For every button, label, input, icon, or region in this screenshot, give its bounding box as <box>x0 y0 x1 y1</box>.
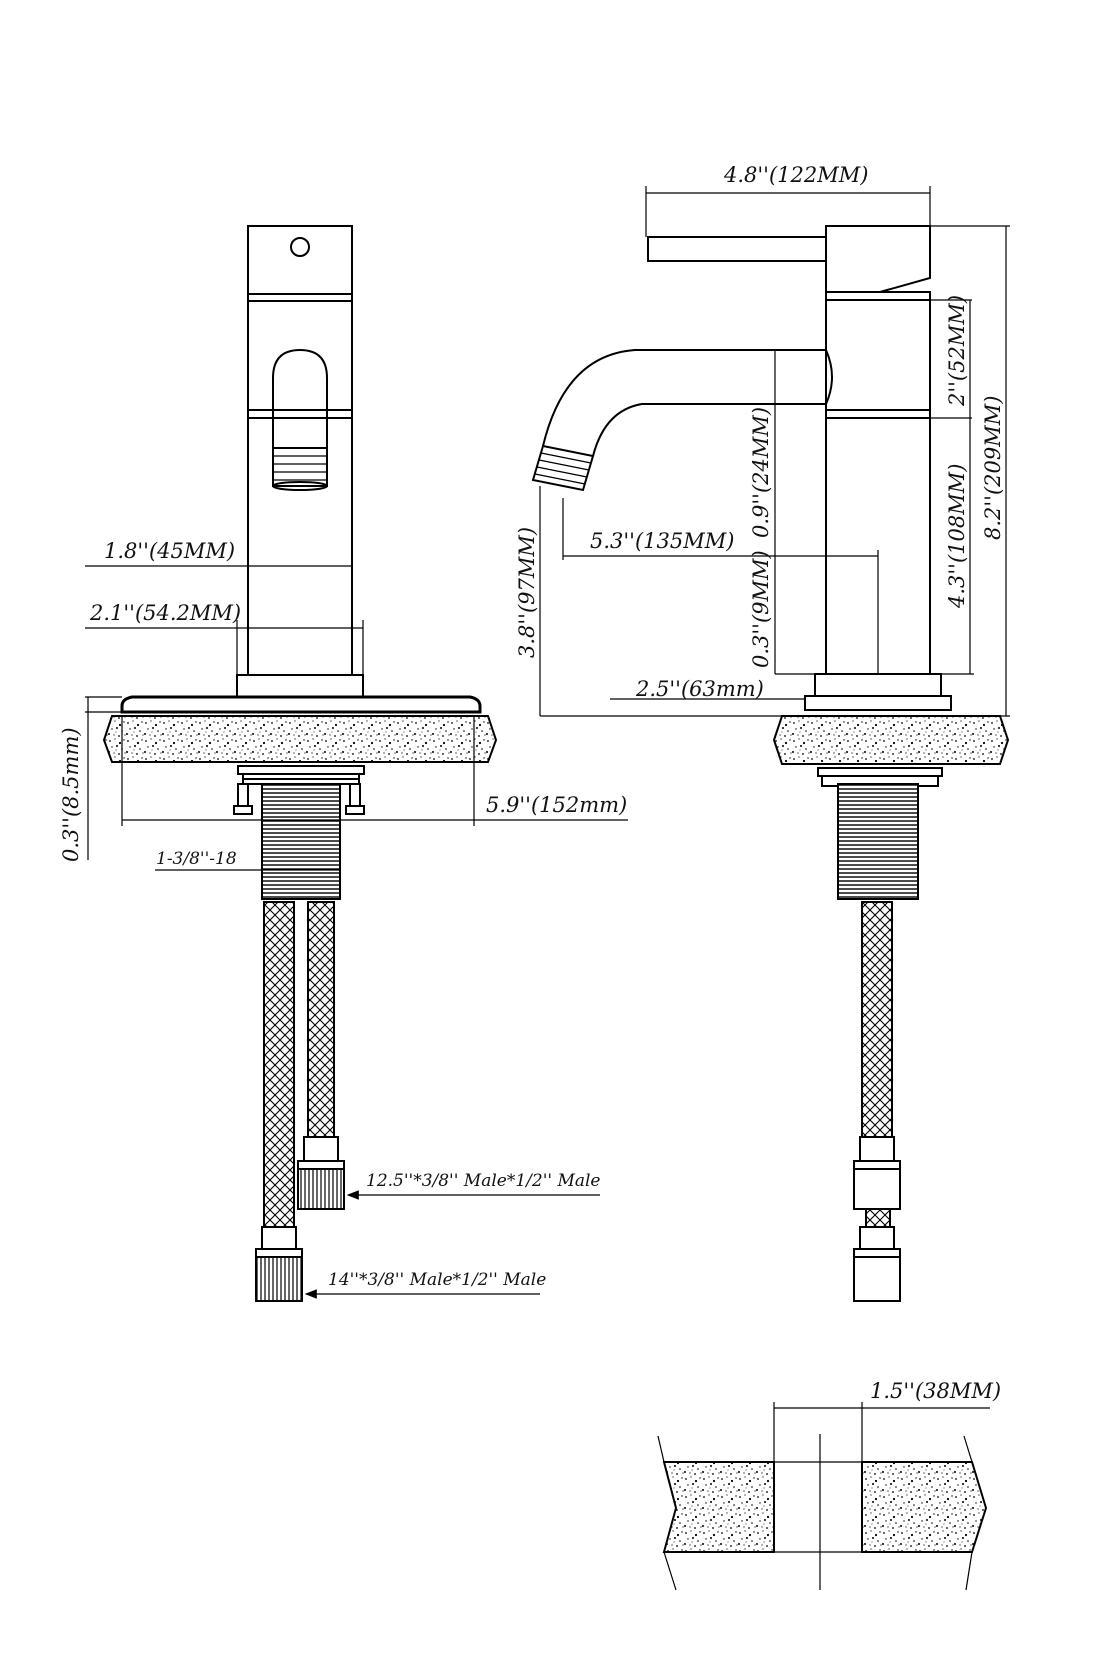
front-threaded-shank <box>261 783 341 900</box>
front-view <box>102 225 498 1302</box>
side-labels: 4.8''(122MM) 2''(52MM) 8.2''(209MM) 0.9'… <box>515 163 1005 701</box>
side-outlet-height-label: 3.8''(97MM) <box>515 527 539 658</box>
side-hose <box>861 901 893 1138</box>
front-body <box>247 300 353 676</box>
side-lever <box>647 236 827 262</box>
front-hose-short-nut <box>297 1168 345 1210</box>
front-hose-long <box>263 901 295 1228</box>
side-spout-height-label: 0.9''(24MM) <box>749 407 773 538</box>
hole-left-slab <box>662 1461 775 1553</box>
side-countertop <box>772 715 1010 765</box>
front-hose-long-nut <box>255 1256 303 1302</box>
front-body-width-label: 2.1''(54.2MM) <box>89 601 241 625</box>
front-countertop <box>102 715 498 763</box>
front-spout <box>272 348 328 486</box>
side-threaded-shank <box>837 783 919 900</box>
side-depth-label: 4.8''(122MM) <box>723 163 868 187</box>
front-handle-hole <box>290 237 310 257</box>
base-plate-width-label: 5.9''(152mm) <box>486 793 627 817</box>
front-handle <box>247 225 353 295</box>
hole-diameter-label: 1.5''(38MM) <box>870 1379 1001 1403</box>
deck-thickness-label: 0.3''(8.5mm) <box>59 727 83 862</box>
front-hose-short <box>307 901 335 1138</box>
front-dimensions <box>85 565 628 1299</box>
hole-detail: 1.5''(38MM) <box>657 1379 1001 1591</box>
thread-size-label: 1-3/8''-18 <box>156 849 237 869</box>
side-reach-label: 5.3''(135MM) <box>590 529 734 553</box>
side-dimensions <box>539 186 1010 717</box>
front-base-plate <box>120 695 482 714</box>
side-total-height-label: 8.2''(209MM) <box>981 396 1005 540</box>
front-spout-width-label: 1.8''(45MM) <box>104 539 235 563</box>
front-labels: 1.8''(45MM) 2.1''(54.2MM) 0.3''(8.5mm) 5… <box>59 539 627 1290</box>
side-base-diameter-label: 2.5''(63mm) <box>635 677 764 701</box>
hose-short-label: 12.5''*3/8'' Male*1/2'' Male <box>366 1171 601 1191</box>
hose-long-label: 14''*3/8'' Male*1/2'' Male <box>328 1270 546 1290</box>
side-view <box>531 225 1010 1302</box>
side-body-height-label: 4.3''(108MM) <box>945 464 969 609</box>
side-handle-height-label: 2''(52MM) <box>945 295 969 407</box>
side-spout <box>542 349 826 447</box>
hole-right-slab <box>861 1461 988 1553</box>
side-collar-height-label: 0.3''(9MM) <box>749 550 773 668</box>
